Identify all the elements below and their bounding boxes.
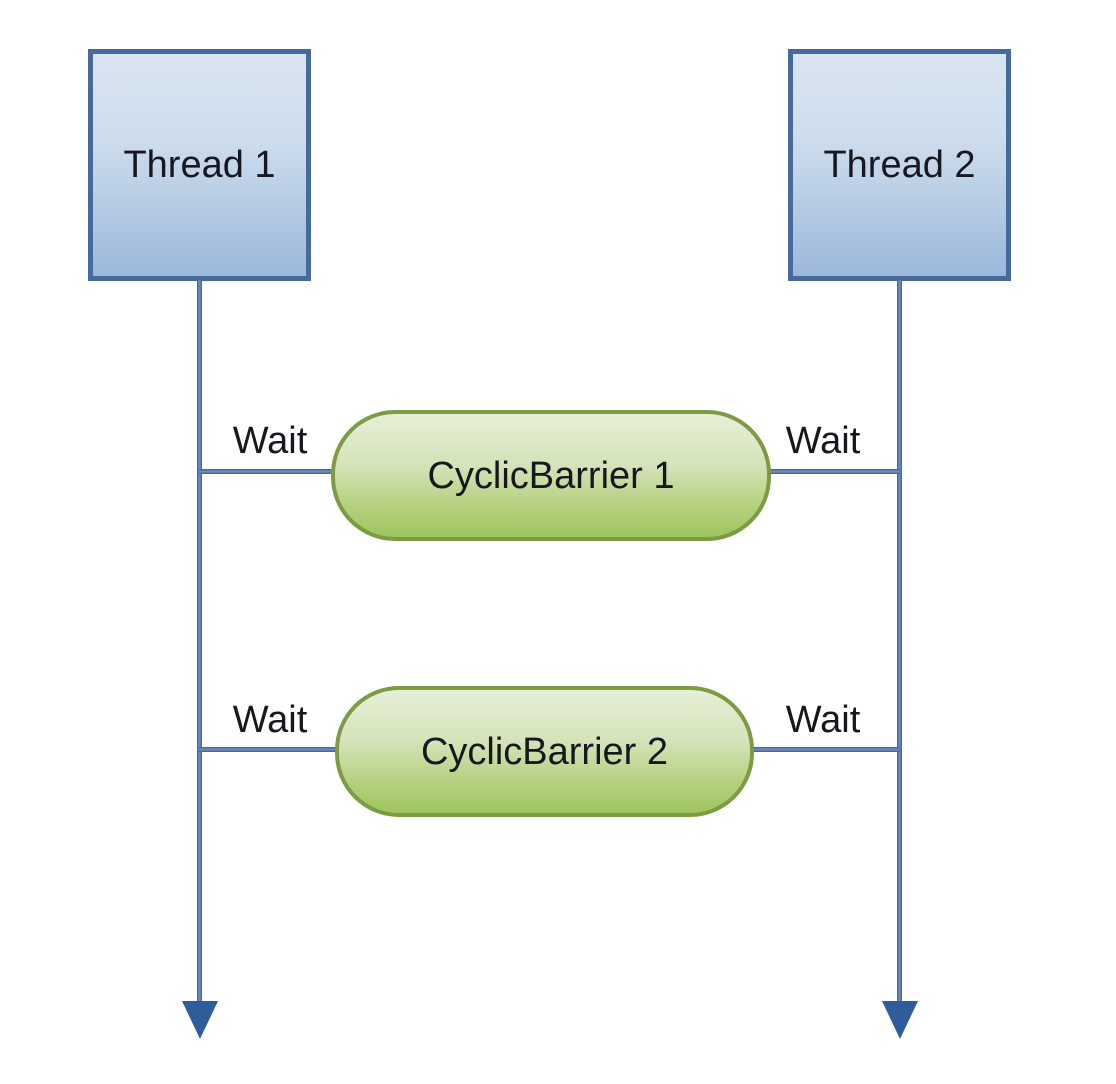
thread-1-box: Thread 1 — [88, 49, 311, 281]
connector-barrier2-thread2 — [752, 747, 900, 752]
thread-1-arrowhead-icon — [182, 1001, 218, 1039]
thread-1-label: Thread 1 — [123, 144, 276, 186]
thread-2-label: Thread 2 — [823, 144, 976, 186]
connector-barrier1-thread2 — [770, 469, 900, 474]
wait-label-thread2-barrier1: Wait — [785, 420, 861, 462]
wait-label-thread1-barrier1: Wait — [232, 420, 308, 462]
thread-2-arrowhead-icon — [882, 1001, 918, 1039]
connector-thread1-barrier2 — [199, 747, 337, 752]
thread-2-lifeline — [897, 280, 902, 1006]
cyclicbarrier-1-label: CyclicBarrier 1 — [427, 454, 675, 497]
connector-thread1-barrier1 — [199, 469, 333, 474]
wait-label-thread2-barrier2: Wait — [785, 699, 861, 741]
cyclicbarrier-2-node: CyclicBarrier 2 — [335, 686, 754, 817]
wait-label-thread1-barrier2: Wait — [232, 699, 308, 741]
thread-1-lifeline — [197, 280, 202, 1006]
cyclicbarrier-2-label: CyclicBarrier 2 — [420, 730, 669, 773]
cyclicbarrier-1-node: CyclicBarrier 1 — [331, 410, 771, 541]
thread-2-box: Thread 2 — [788, 49, 1011, 281]
